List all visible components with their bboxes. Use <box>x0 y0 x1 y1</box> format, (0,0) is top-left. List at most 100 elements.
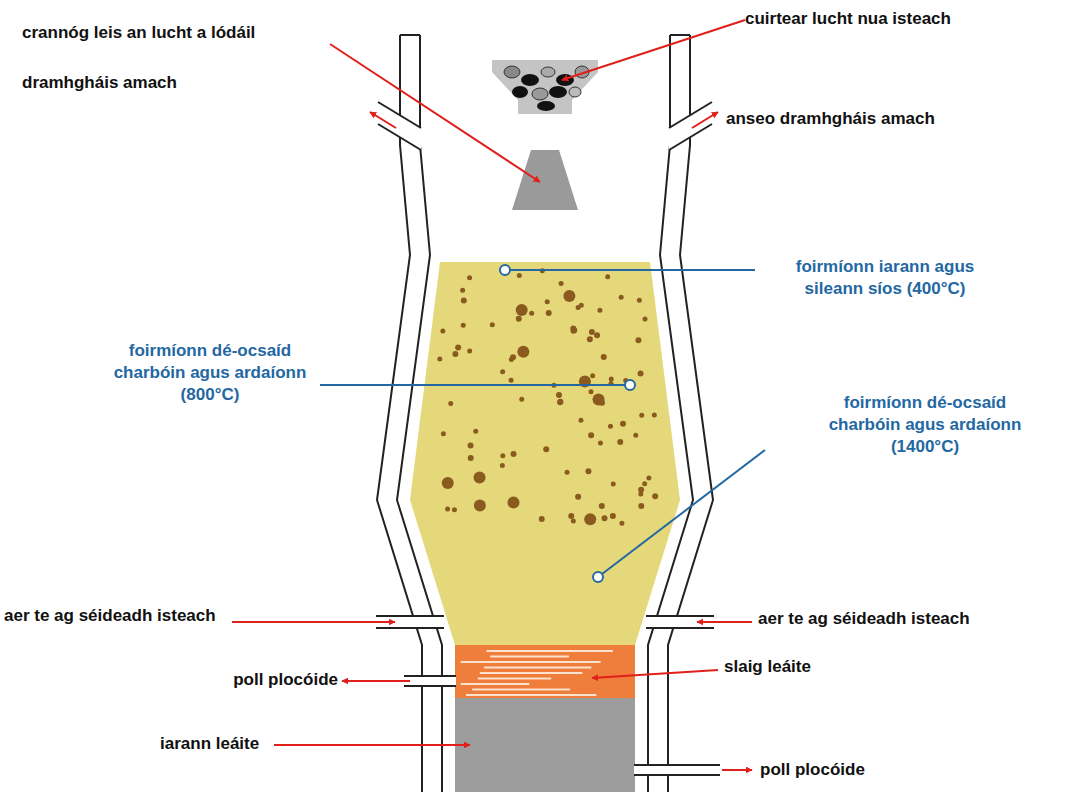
part-label: dramhgháis amach <box>22 72 177 94</box>
ore-dot <box>509 378 514 383</box>
ore-dot <box>602 515 608 521</box>
ore-dot <box>500 463 505 468</box>
ore-dot <box>638 487 644 493</box>
ore-dots <box>437 268 658 526</box>
ore-dot <box>590 373 595 378</box>
hot-air-pipe <box>376 616 714 628</box>
slag-streak <box>484 667 591 669</box>
molten-slag <box>455 645 635 698</box>
ore-dot <box>445 506 450 511</box>
ore-dot <box>638 371 644 377</box>
ore-dot <box>455 344 461 350</box>
slag-streaks <box>461 650 613 696</box>
ore-dot <box>589 329 595 335</box>
part-label: poll plocóide <box>760 759 865 781</box>
ore-dot <box>584 513 596 525</box>
ore-dot <box>559 281 564 286</box>
ore-dot <box>570 325 576 331</box>
bell-cone <box>512 150 578 210</box>
ore-dot <box>599 503 605 509</box>
furnace-wall <box>377 35 713 792</box>
ore-dot <box>635 337 641 343</box>
leader-line <box>320 265 765 582</box>
ore-dot <box>529 311 534 316</box>
ore-dot <box>557 399 563 405</box>
slag-streak <box>461 683 530 685</box>
zone-label: foirmíonn dé-ocsaíd charbóin agus ardaío… <box>820 392 1030 458</box>
ore-dot <box>490 322 495 327</box>
ore-dot <box>585 468 591 474</box>
slag-streak <box>478 678 551 680</box>
ore-dot <box>617 439 623 445</box>
ore-dot <box>611 481 616 486</box>
ore-dot <box>468 455 474 461</box>
ore-dot <box>440 328 445 333</box>
ore-dot <box>599 400 605 406</box>
ore-dot <box>643 316 648 321</box>
charge-lumps <box>504 66 589 111</box>
ore-dot <box>509 357 514 362</box>
ore-dot <box>565 470 570 475</box>
tap-hole <box>404 676 720 775</box>
ore-dot <box>593 394 605 406</box>
ore-dot <box>579 303 584 308</box>
slag-streak <box>490 656 569 658</box>
part-label: aer te ag séideadh isteach <box>4 605 216 627</box>
ore-dot <box>597 308 602 313</box>
ore-dot <box>588 389 593 394</box>
ore-dot <box>516 316 522 322</box>
ore-dot <box>507 497 519 509</box>
ore-dot <box>633 433 638 438</box>
ore-dot <box>637 298 642 303</box>
ore-dot <box>539 516 545 522</box>
ore-dot <box>545 299 550 304</box>
part-label: iarann leáite <box>160 733 259 755</box>
zone-label: foirmíonn iarann agus sileann síos (400°… <box>770 256 1000 300</box>
ore-dot <box>588 432 594 438</box>
ore-dot <box>652 493 658 499</box>
ore-dot <box>474 472 486 484</box>
ore-dot <box>461 323 466 328</box>
ore-dot <box>609 377 614 382</box>
ore-dot <box>500 369 505 374</box>
ore-dot <box>437 357 442 362</box>
slag-streak <box>486 650 612 652</box>
ore-dot <box>638 503 644 509</box>
ore-dot <box>468 442 474 448</box>
ore-dot <box>639 413 644 418</box>
ore-dot <box>557 399 563 405</box>
ore-dot <box>546 310 552 316</box>
ore-dot <box>516 304 528 316</box>
ore-dot <box>587 336 593 342</box>
ore-dot <box>601 354 607 360</box>
ore-dot <box>575 494 581 500</box>
ore-dot <box>452 507 457 512</box>
ore-dot <box>619 295 624 300</box>
ore-dot <box>578 418 583 423</box>
ore-dot <box>608 424 613 429</box>
ore-dot <box>619 521 624 526</box>
ore-dot <box>594 332 600 338</box>
ore-dot <box>474 499 486 511</box>
ore-dot <box>442 477 454 489</box>
ore-dot <box>563 290 575 302</box>
part-label: anseo dramhgháis amach <box>726 108 935 130</box>
part-label: crannóg leis an lucht a lódáil <box>22 22 255 44</box>
slag-streak <box>480 672 583 674</box>
ore-dot <box>646 476 651 481</box>
ore-dot <box>511 451 517 457</box>
part-label: cuirtear lucht nua isteach <box>745 8 951 30</box>
ore-dot <box>610 513 616 519</box>
leader-arrow <box>232 20 752 770</box>
ore-dot <box>460 288 465 293</box>
ore-dot <box>620 421 626 427</box>
ore-dot <box>448 401 453 406</box>
part-label: poll plocóide <box>233 669 338 691</box>
ore-dot <box>473 429 478 434</box>
part-label: aer te ag séideadh isteach <box>758 608 970 630</box>
ore-dot <box>598 440 603 445</box>
ore-dot <box>543 446 549 452</box>
ore-dot <box>517 346 529 358</box>
ore-dot <box>467 349 472 354</box>
